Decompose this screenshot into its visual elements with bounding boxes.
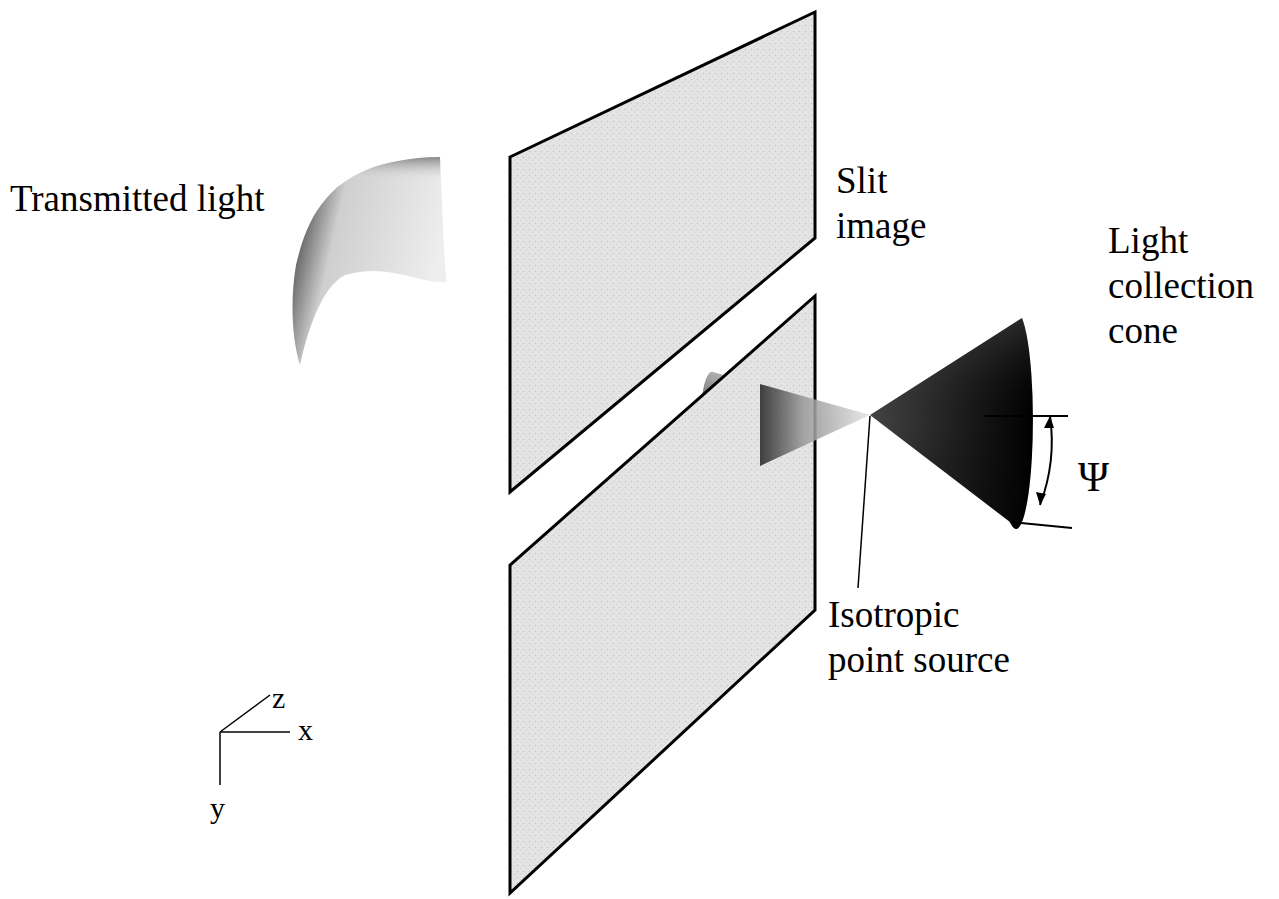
- part-label: Isotropic point source: [828, 592, 1028, 682]
- axis-label: y: [210, 790, 240, 827]
- slit-plate: [510, 296, 815, 893]
- part-label: Slit image: [836, 158, 951, 248]
- angle-marker: [985, 416, 1072, 528]
- part-label: Transmitted light: [10, 176, 340, 221]
- leader-line: [858, 416, 870, 588]
- transmitted-light-patch: [293, 157, 448, 365]
- angle-symbol: Ψ: [1078, 452, 1118, 503]
- axis-label: z: [272, 680, 302, 717]
- light-collection-cone: [870, 318, 1033, 529]
- transmitted-cone: [760, 384, 870, 466]
- part-label: Light collection cone: [1108, 218, 1270, 353]
- axis-label: x: [298, 712, 328, 749]
